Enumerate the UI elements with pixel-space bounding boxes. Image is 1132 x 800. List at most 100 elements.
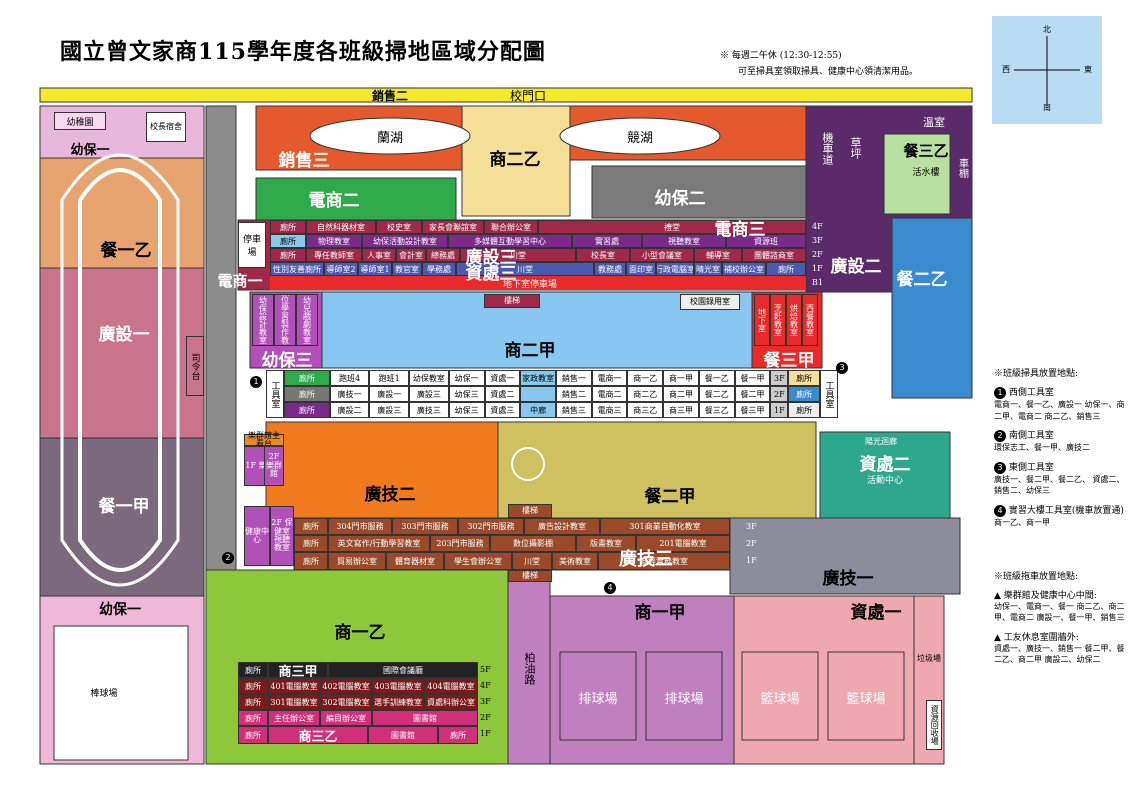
shang1yi-label: 商一乙 (334, 622, 386, 643)
bldgA-r4-c3: 教官室 (392, 262, 422, 276)
lr1-c1: 貿易辦公室 (328, 552, 386, 570)
baseball-field: 棒球場 (90, 688, 118, 699)
guangshe1-label: 廣設一 (98, 324, 150, 345)
lr1-c0: 廁所 (294, 552, 328, 570)
cr1-c12: 餐一甲 (734, 370, 771, 386)
siling-stage: 司令台 (186, 336, 204, 396)
lr1-c4: 川堂 (512, 552, 552, 570)
lr3-c1: 304門市服務 (328, 518, 392, 535)
cr2-c8: 電商二 (591, 386, 628, 402)
bldgA-r3-c4: 總務處 (426, 248, 460, 262)
note-line2: 可至掃具室領取掃具、健康中心領清潔用品。 (738, 67, 919, 77)
legend-j1-title: 樂群館及健康中心中間: (1003, 590, 1097, 601)
cr1-c11: 餐一乙 (698, 370, 735, 386)
west-room-0: 幼保設計教室 (252, 294, 274, 346)
cr1-c6: 家政教室 (520, 370, 556, 386)
east-room-1: 烹飪教室 (770, 294, 786, 346)
lfloor-2f: 2F (746, 539, 757, 548)
cr1-c8: 電商一 (591, 370, 628, 386)
bldgA-r3-c2: 人事室 (362, 248, 396, 262)
lower-row-3f: 廁所 304門市服務 303門市服務 302門市服務 廣告設計教室 301商業自… (294, 518, 730, 535)
bldgA-r1-c7: 禮堂 (538, 220, 806, 234)
can2jia-label: 餐二甲 (644, 486, 696, 507)
legend-j2-text: 資處一、廣技一、銷售一 餐二甲、餐二乙、商二甲 廣設二、幼保二 (994, 643, 1125, 665)
cr1-c7: 銷售一 (555, 370, 592, 386)
lib-3f-c1: 301電腦教室 (268, 694, 320, 710)
bldgA-r3-c9: 團體諮商室 (742, 248, 806, 262)
cr1-c10: 商一甲 (663, 370, 699, 386)
lib-1f-c0: 廁所 (238, 726, 268, 744)
principal-dorm: 校長宿舍 (146, 112, 186, 142)
cr1-c14: 廁所 (788, 370, 821, 386)
bldgA-r4-c6: 教務處 (594, 262, 626, 276)
legend-4-text: 商一乙、商一甲 (994, 517, 1050, 527)
basketball-2: 籃球場 (846, 691, 886, 707)
cr2-c11: 餐二乙 (698, 386, 735, 402)
bldgA-r1-c2: 校史室 (376, 220, 422, 234)
stairs-lower: 樓梯 (508, 504, 552, 518)
legend-heading-1: ※班級掃具放置地點: (994, 369, 1079, 379)
parking-b1: 地下室停車場 (502, 279, 557, 290)
bldgA-r4-c5: 川堂 (456, 262, 594, 276)
cr3-c13: 1F (770, 402, 789, 418)
bolu-road: 柏油路 (523, 651, 536, 685)
lib-floor-labels: 5F 4F 3F 2F 1F (480, 662, 494, 742)
jinghu-lake: 競湖 (626, 130, 653, 146)
bldgA-r2-c2: 幼保活動設計教室 (362, 234, 448, 248)
cr1-c3: 幼保教室 (409, 370, 449, 386)
lib-f1: 1F (480, 729, 491, 738)
legend-3-text: 廣技一、餐二甲、餐二乙、 資處二、銷售二、幼保三 (994, 474, 1125, 496)
lib-4f-c0: 廁所 (238, 678, 268, 694)
cr2-c5: 資處二 (484, 386, 521, 402)
lib-f2: 2F (480, 713, 491, 722)
recycle-area: 資源回收場 (926, 700, 942, 750)
classrow-1f: 廁所 廣設二 廣設三 廣技三 幼保三 資處三 中廊 銷售三 電商三 商三乙 商三… (284, 402, 821, 418)
cr2-c13: 2F (770, 386, 789, 402)
lr2-c3: 數位攝影棚 (490, 535, 576, 552)
parking-west: 停車場 (240, 138, 251, 166)
lib-4f: 廁所 401電腦教室 402電腦教室 403電腦教室 404電腦教室 (238, 678, 478, 694)
lib-4f-c4: 404電腦教室 (424, 678, 478, 694)
compass-east: 東 (1084, 65, 1092, 74)
legend-4-icon: 4 (994, 504, 1006, 517)
cr3-c8: 電商三 (591, 402, 628, 418)
bldgA-r2-c5: 視聽教室 (642, 234, 726, 248)
zichu2-label: 資處二 (859, 454, 911, 475)
bldgA-floor-labels: 4F 3F 2F 1F B1 (812, 220, 832, 290)
bldgA-r3-c5: 川堂 (460, 248, 576, 262)
bldgA-r3-c3: 會計室 (396, 248, 426, 262)
lr1-c7: 商經實務教室 (598, 552, 730, 570)
lr2-c0: 廁所 (294, 535, 328, 552)
tool-room-east: 工具室 (820, 370, 838, 418)
cr2-c7: 銷售二 (555, 386, 592, 402)
kindergarten: 幼稚園 (54, 112, 106, 130)
legend-j2-title: 工友休息室圍牆外: (1003, 632, 1079, 643)
dianshang3-label: 電商三 (714, 219, 766, 240)
bldgA-r3-c1: 專任教師室 (306, 248, 362, 262)
zichu3-label: 資處三 (465, 263, 517, 284)
bldgA-r2-c4: 實習處 (572, 234, 642, 248)
cr1-c13: 3F (770, 370, 789, 386)
lr3-c4: 廣告設計教室 (524, 518, 600, 535)
lower-row-2f: 廁所 英文寫作/行動學習教室 203門市服務 數位攝影棚 版畫教室 201電腦教… (294, 535, 730, 552)
bldgA-r2-c6: 資源班 (726, 234, 806, 248)
lib-5f-c1: 商三甲 (268, 662, 328, 678)
lr3-c2: 303門市服務 (392, 518, 458, 535)
legend-2-text: 環保志工、餐一甲、廣技二 (994, 443, 1090, 453)
can2yi-label: 餐二乙 (896, 269, 948, 290)
cr2-c6 (520, 386, 556, 402)
bldgA-row4: 性別友善廁所 導師室2 導師室1 教官室 學務處 川堂 教務處 面印室 行政電腦… (270, 262, 806, 276)
lr3-c3: 302門市服務 (458, 518, 524, 535)
legend-4-title: 實習大樓工具室(機車放置通) (1008, 505, 1124, 516)
cr2-c10: 商二甲 (663, 386, 699, 402)
lr3-c0: 廁所 (294, 518, 328, 535)
floor-1f: 1F (812, 264, 823, 273)
lib-2f-c0: 廁所 (238, 710, 268, 726)
cr3-c10: 商三甲 (663, 402, 699, 418)
lib-4f-c1: 401電腦教室 (268, 678, 320, 694)
cr2-c0: 廁所 (284, 386, 330, 402)
cr1-c2: 跑班1 (369, 370, 410, 386)
lib-1f-c1: 商三乙 (268, 726, 368, 744)
marker-3-east: 3 (836, 362, 848, 374)
lr1-c3: 學生會辦公室 (444, 552, 512, 570)
